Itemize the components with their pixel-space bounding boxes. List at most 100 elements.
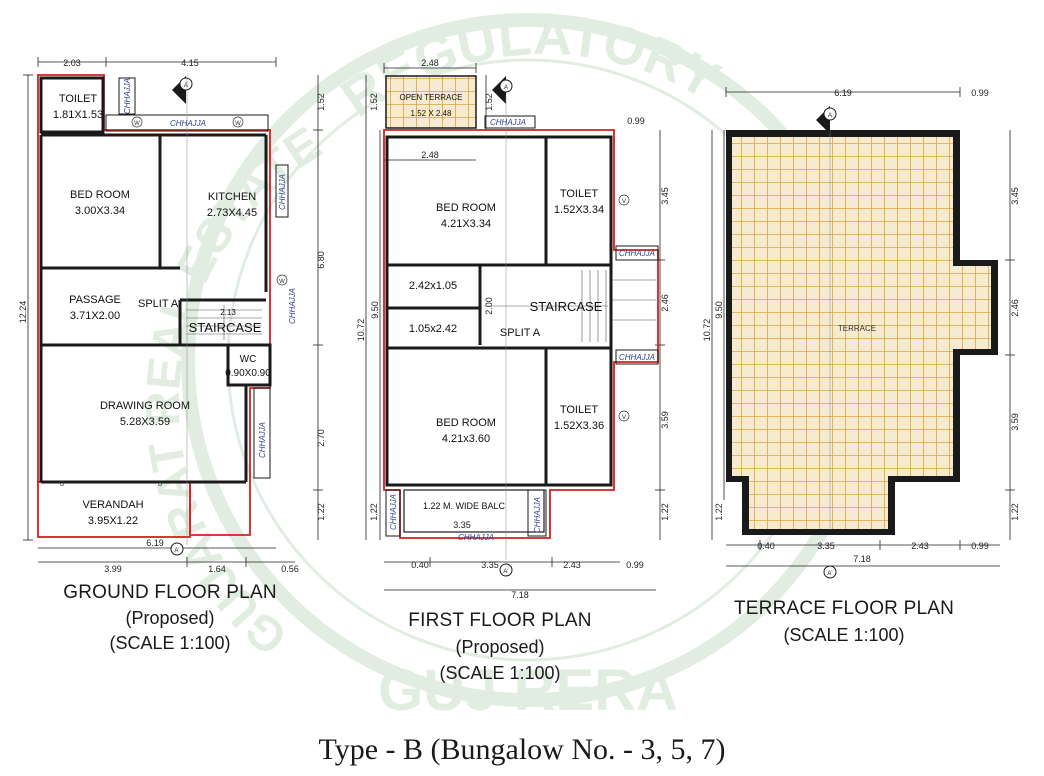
ff-dim-inner-top: 2.48 [421,150,439,160]
ff-dim-bottom-4: 0.99 [626,560,644,570]
ff-vent-mark-2: V [622,415,626,421]
ff-dim-left-2: 9.50 [370,301,380,319]
gf-chhajja-top: CHHAJJA [170,119,206,128]
ff-dim-left-3: 1.22 [369,503,379,521]
ff-chhajja-balc-right: CHHAJJA [533,497,542,533]
tf-dim-bottom-1: 0.40 [757,541,775,551]
ff-dim-right-1: 1.52 [484,93,494,111]
gf-dim-bottom-1: 3.99 [104,564,122,574]
gf-window-mark-1: W [134,121,140,127]
ff-open-terrace-size: 1.52 X 2.48 [411,109,452,118]
tf-section-mark-top: A [828,113,832,119]
tf-section-mark-bottom: A' [827,571,832,577]
terrace-floor-plan: 6.19 0.99 10.72 9.50 1.22 3.45 2.46 3.59… [702,87,1020,579]
gf-dim-top-right: 4.15 [181,58,199,68]
ff-dim-top: 2.48 [421,58,439,68]
gf-dim-top-left: 2.03 [63,58,81,68]
gf-dim-left-total: 12.24 [18,301,28,324]
ff-toilet-bottom-name: TOILET [560,404,599,416]
gf-dim-right-3: 2.70 [316,429,326,447]
tf-dim-bottom-total: 7.18 [853,554,871,564]
gf-staircase-label: STAIRCASE [189,320,262,335]
ff-toilet-top-name: TOILET [560,188,599,200]
gf-kitchen-size: 2.73X4.45 [207,207,257,219]
tf-dim-right-3: 3.59 [1010,413,1020,431]
tf-dim-left-total: 10.72 [702,319,712,342]
gf-chhajja-kitchen: CHHAJJA [278,174,287,210]
gf-dim-bottom-3: 0.56 [281,564,299,574]
tf-dim-top-right: 0.99 [971,88,989,98]
gf-subtitle: (Proposed) [125,608,215,628]
ff-toilet-top-size: 1.52X3.34 [554,204,604,216]
tf-dim-bottom-2: 3.35 [817,541,835,551]
ff-dim-right-4: 3.59 [660,411,670,429]
ff-section-mark-bottom: A' [503,569,508,575]
watermark-bottom-text: GUJ RERA [378,658,678,723]
ff-chhajja-balc-left: CHHAJJA [389,494,398,530]
gf-passage-name: PASSAGE [69,294,121,306]
tf-dim-right-4: 1.22 [1010,503,1020,521]
gf-chhajja-drawing: CHHAJJA [258,422,267,458]
ff-bedroom-top-name: BED ROOM [436,202,496,214]
gf-caption: GROUND FLOOR PLAN (Proposed) (SCALE 1:10… [20,582,320,654]
tf-terrace-label: TERRACE [838,324,876,333]
ff-dim-balc-w: 3.35 [453,520,471,530]
ff-bedroom-bottom-name: BED ROOM [436,417,496,429]
gf-bedroom-size: 3.00X3.34 [75,205,125,217]
ff-bedroom-top-size: 4.21X3.34 [441,218,491,230]
gf-door-mark-1: D [60,482,65,488]
gf-dim-bottom-2: 1.64 [208,564,226,574]
gf-split-label: SPLIT A [138,298,179,310]
ff-dim-right-5: 1.22 [660,503,670,521]
gf-verandah-name: VERANDAH [82,499,143,511]
ff-dim-left-total: 10.72 [356,319,366,342]
gf-window-mark-3: W [279,279,285,285]
ff-vent-mark-1: V [622,199,626,205]
gf-section-mark-top: A [184,83,188,89]
gf-dim-right-1: 1.52 [316,93,326,111]
gf-scale: (SCALE 1:100) [109,633,231,653]
ff-dim-bottom-2: 3.35 [481,560,499,570]
gf-wc-name: WC [240,354,257,365]
ff-dim-right-2: 3.45 [660,187,670,205]
gf-wc-size: 0.90X0.90 [225,368,271,379]
ff-balcony-label: 1.22 M. WIDE BALC [423,501,506,511]
ff-dim-bottom-total: 7.18 [511,590,529,600]
ff-chhajja-stair-top: CHHAJJA [619,249,655,258]
ff-title: FIRST FLOOR PLAN [408,610,592,631]
bungalow-type-title: Type - B (Bungalow No. - 3, 5, 7) [318,733,726,766]
tf-dim-right-1: 3.45 [1010,187,1020,205]
tf-title: TERRACE FLOOR PLAN [733,598,955,619]
gf-dim-bottom-total: 6.19 [146,538,164,548]
gf-chhajja-toilet: CHHAJJA [123,78,132,114]
gf-drawing-size: 5.28X3.59 [120,416,170,428]
ff-chhajja-bottom: CHHAJJA [458,533,494,542]
tf-caption: TERRACE FLOOR PLAN (SCALE 1:100) [694,598,994,646]
tf-dim-left-3: 1.22 [714,503,724,521]
gf-toilet-size: 1.81X1.53 [53,109,103,121]
gf-chhajja-stair: CHHAJJA [288,288,297,324]
gf-bedroom-name: BED ROOM [70,189,130,201]
gf-step-dim: 2.13 [220,308,236,317]
tf-scale: (SCALE 1:100) [783,625,905,645]
tf-dim-top: 6.19 [834,88,852,98]
gf-verandah-size: 3.95X1.22 [88,515,138,527]
ff-small-room-2: 1.05x2.42 [409,323,457,335]
gf-toilet-name: TOILET [59,93,98,105]
gf-dim-right-4: 1.22 [316,503,326,521]
ff-subtitle: (Proposed) [455,637,545,657]
ff-dim-bottom-1: 0.40 [411,560,429,570]
tf-dim-right-2: 2.46 [1010,299,1020,317]
gf-title: GROUND FLOOR PLAN [63,582,277,603]
ff-open-terrace-name: OPEN TERRACE [400,93,463,102]
gf-section-mark-bottom: A' [174,548,179,554]
gf-dim-right-2: 6.80 [316,251,326,269]
gf-drawing-name: DRAWING ROOM [100,400,190,412]
tf-dim-left-2: 9.50 [714,301,724,319]
gf-window-mark-2: W [235,121,241,127]
ff-small-room-1: 2.42x1.05 [409,280,457,292]
ff-chhajja-top: CHHAJJA [490,118,526,127]
ff-chhajja-stair-bottom: CHHAJJA [619,353,655,362]
gf-door-mark-2: D [158,482,163,488]
